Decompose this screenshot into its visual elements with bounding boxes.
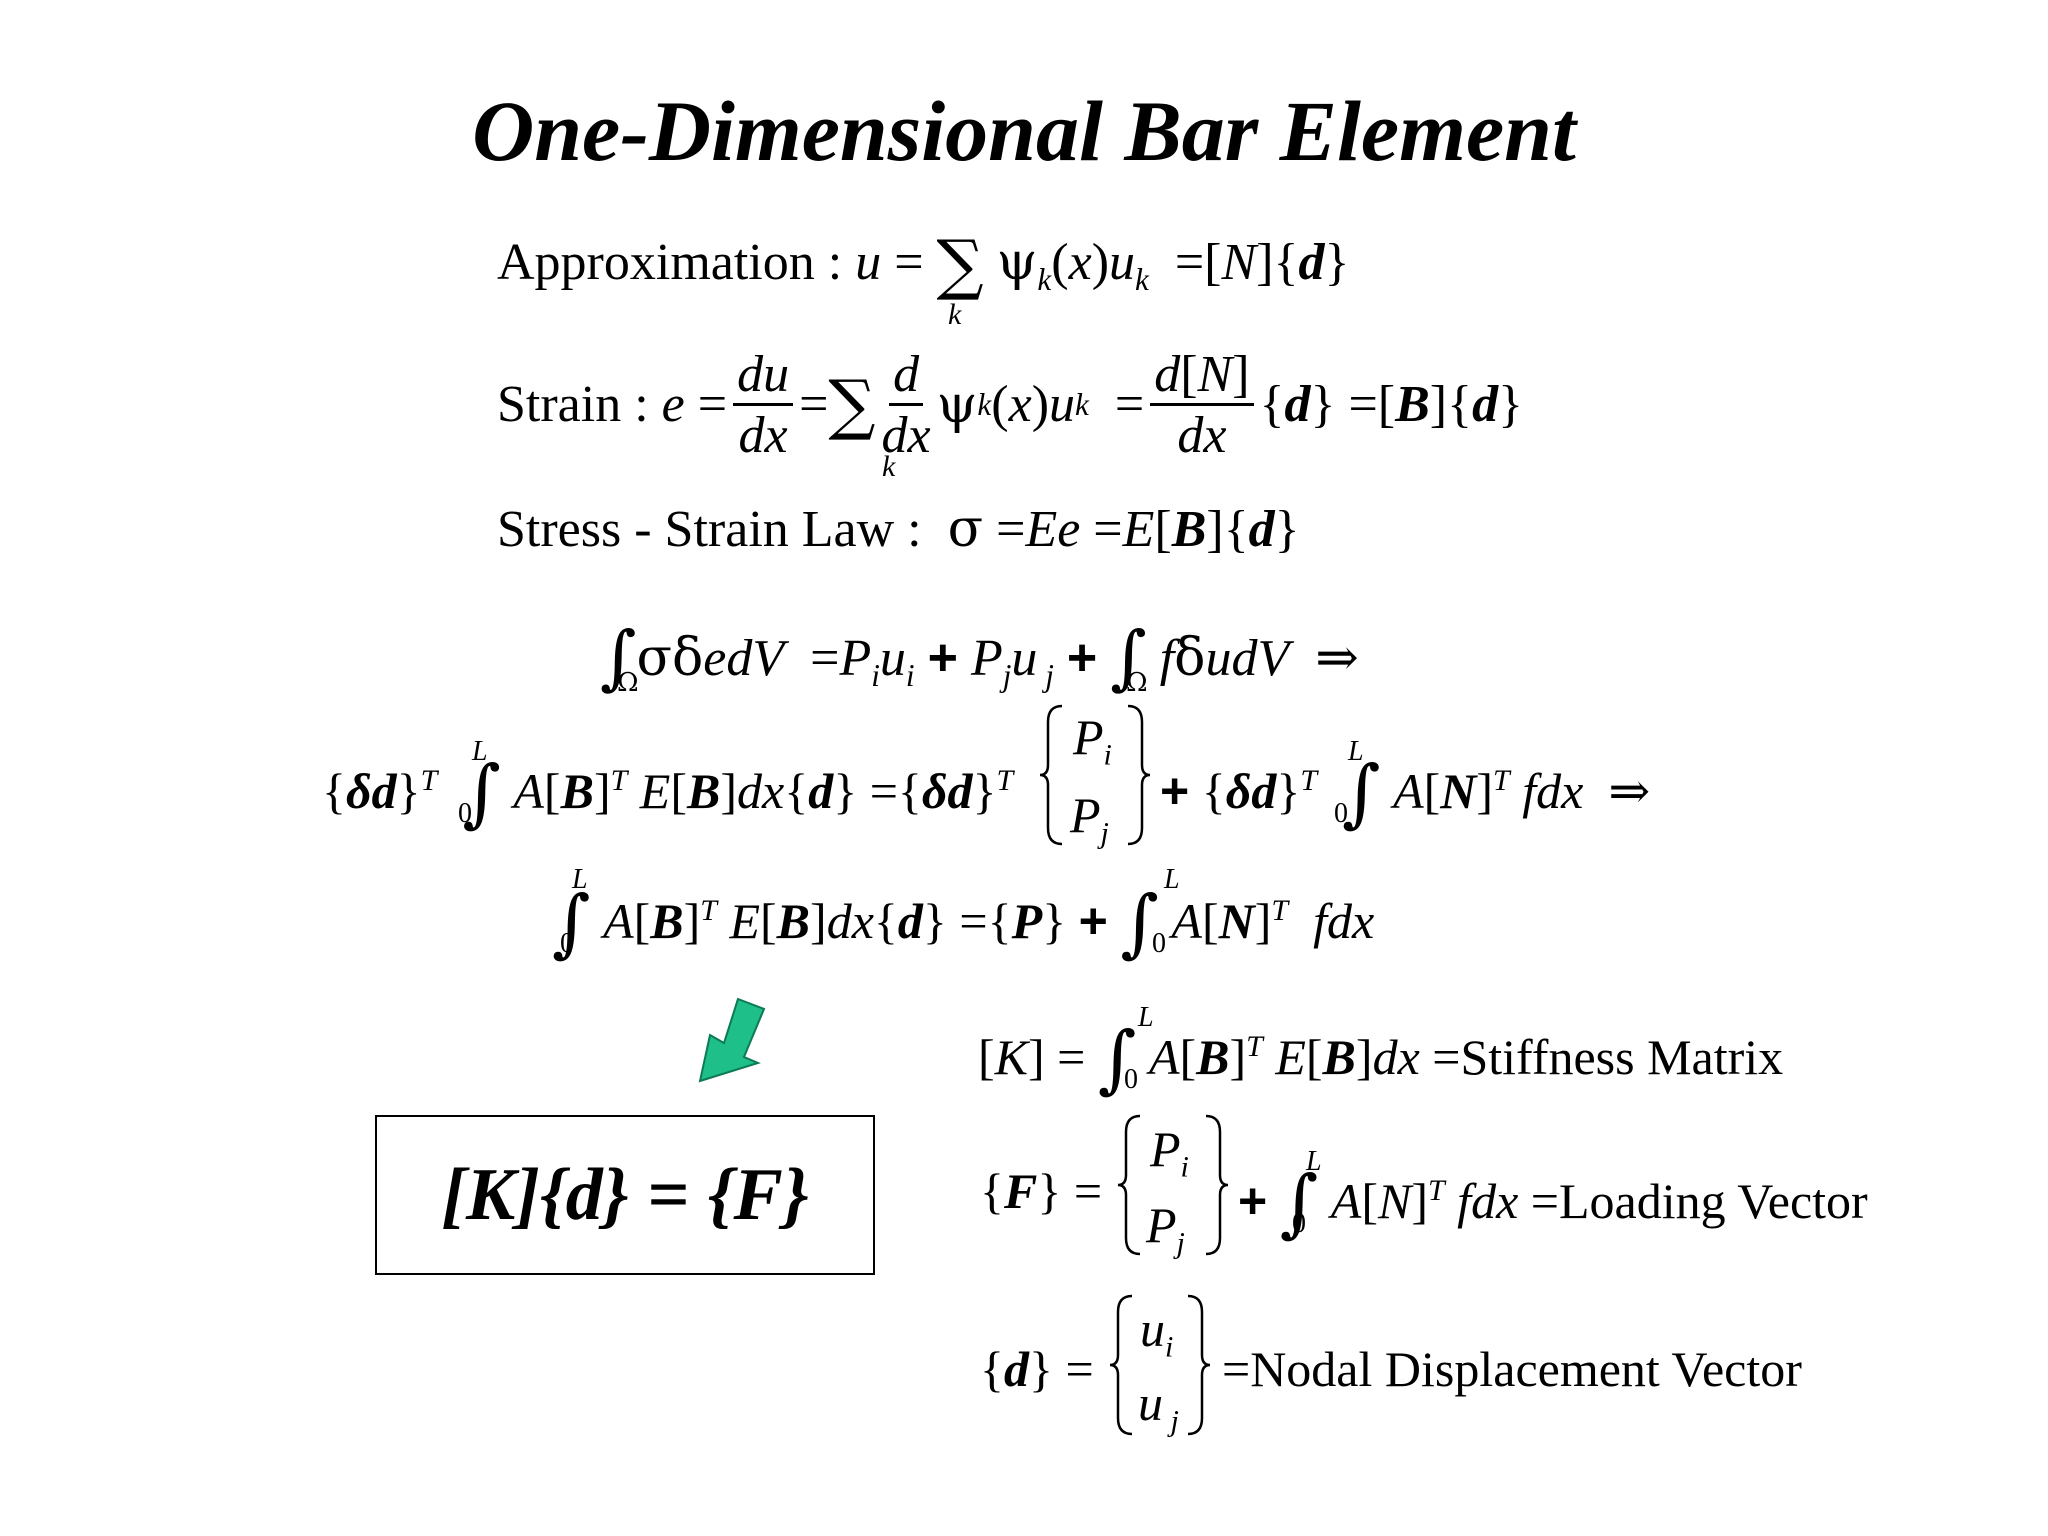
displacement-vector-brackets [1110, 1294, 1210, 1436]
vector-brackets [1040, 704, 1150, 846]
weak-form-equation: {δd}T ∫ A[B]T E[B]dx{d} ={δd}T [322, 750, 1014, 836]
displacement-vector-equation: =Nodal Displacement Vector [1222, 1341, 1802, 1397]
loading-vector-equation: + ∫ A[N]T fdx =Loading Vector [1238, 1160, 1868, 1246]
strain-label: Strain : [497, 376, 649, 433]
stiffness-matrix-equation: [K] = ∫ A[B]T E[B]dx =Stiffness Matrix [978, 1016, 1784, 1102]
stress-strain-label: Stress - Strain Law : [497, 501, 922, 558]
boxed-equation-frame [375, 1115, 875, 1275]
loading-vector-brackets [1118, 1114, 1228, 1256]
nodal-displacement-label: Nodal Displacement Vector [1250, 1341, 1802, 1397]
element-equation: ∫ A[B]T E[B]dx{d} ={P} + ∫ A[N]T fdx [552, 880, 1375, 966]
loading-vector-label: Loading Vector [1558, 1173, 1868, 1229]
stiffness-matrix-label: Stiffness Matrix [1460, 1029, 1784, 1085]
approximation-label: Approximation : [497, 234, 843, 291]
boxed-equation: [K]{d} = {F} [441, 1154, 809, 1236]
slide-title: One-Dimensional Bar Element [472, 83, 1576, 179]
down-left-arrow-icon [698, 997, 766, 1083]
virtual-work-equation: ∫σδedV =Piui + Pju j + ∫ fδudV ⇒ [600, 616, 1359, 698]
approximation-equation: Approximation : u = ∑ ψk(x)uk =[N]{d} [497, 226, 1350, 303]
stress-strain-equation: Stress - Strain Law : σ =Ee =E[B]{d} [497, 499, 1300, 559]
